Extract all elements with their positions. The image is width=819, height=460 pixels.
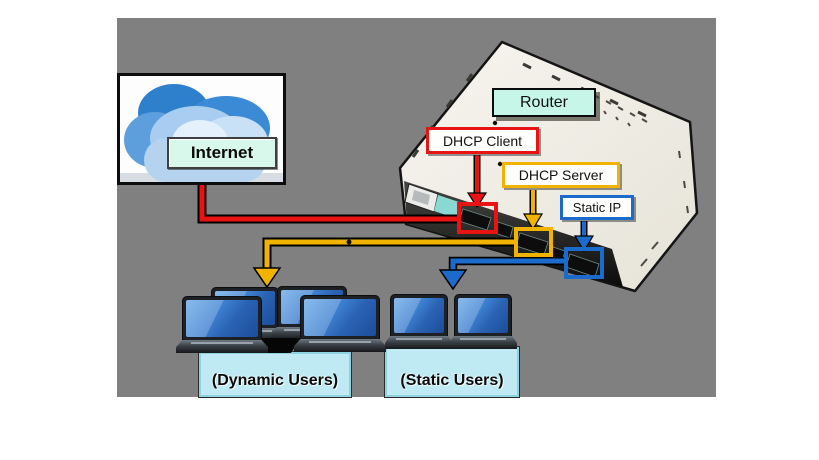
router-label: Router: [492, 88, 596, 117]
yellow-connector-line: [252, 237, 516, 289]
dhcp-server-arrow: [522, 190, 544, 231]
internet-label: Internet: [167, 137, 277, 169]
static-ip-label: Static IP: [560, 195, 634, 220]
internet-image: Internet: [117, 73, 286, 185]
dhcp-port-highlight: [514, 227, 553, 257]
dynamic-users-box: (Dynamic Users): [198, 351, 352, 398]
static-port-highlight: [564, 247, 604, 279]
router-port-teal: [434, 195, 462, 219]
laptop-icon: [176, 296, 268, 353]
static-users-box: (Static Users): [384, 346, 520, 398]
yellow-arrowhead: [252, 267, 282, 289]
dynamic-users-label: (Dynamic Users): [211, 372, 339, 389]
dhcp-server-label: DHCP Server: [502, 162, 620, 188]
dhcp-client-label: DHCP Client: [426, 127, 539, 154]
laptop-icon: [294, 295, 386, 352]
laptop-icon: [449, 294, 517, 349]
static-users-label: (Static Users): [400, 372, 504, 389]
blue-connector-line: [438, 256, 566, 291]
blue-arrowhead: [438, 269, 468, 291]
red-connector-line: [197, 183, 461, 224]
static-ip-arrow: [573, 221, 595, 253]
laptop-icon: [385, 294, 453, 349]
dhcp-client-arrow: [466, 155, 488, 209]
wan-port-highlight: [457, 202, 498, 234]
